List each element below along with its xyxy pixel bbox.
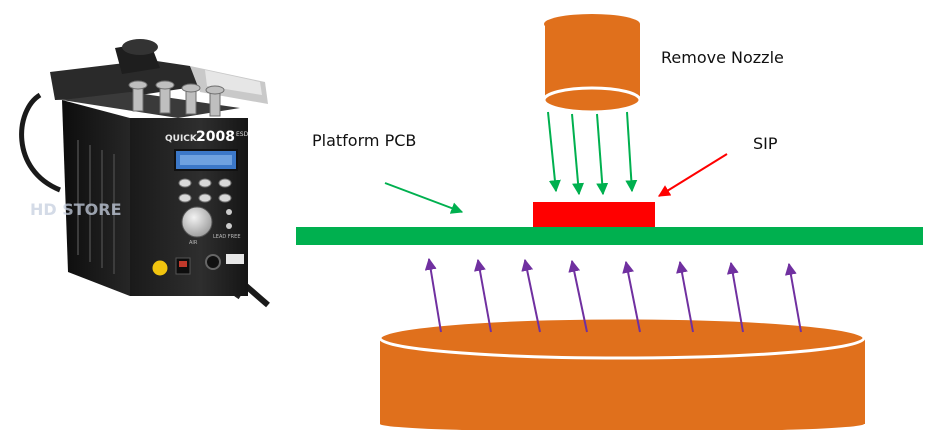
brand-model-text: 2008 bbox=[196, 129, 235, 145]
remove-nozzle-cylinder bbox=[542, 14, 642, 114]
hot-air-rework-station-photo-icon: QUICK 2008 ESD AIR LEAD FREE HD STORE bbox=[19, 39, 270, 308]
sip-label: SIP bbox=[753, 134, 778, 153]
remove-nozzle-label: Remove Nozzle bbox=[661, 48, 784, 67]
knob-tag-text: AIR bbox=[189, 240, 198, 246]
sip-chip bbox=[533, 202, 655, 227]
platform-pcb-bar bbox=[296, 227, 923, 245]
platform-pcb-pointer bbox=[384, 182, 464, 214]
platform-pcb-label: Platform PCB bbox=[312, 131, 416, 150]
brand-top-text: QUICK bbox=[165, 134, 198, 144]
hot-air-flow-arrows bbox=[547, 111, 638, 196]
panel-tag-text: LEAD FREE bbox=[213, 234, 240, 240]
bottom-heater-cylinder bbox=[378, 316, 866, 430]
temperature-knob-icon bbox=[181, 206, 213, 238]
sip-pointer bbox=[657, 153, 728, 197]
bottom-heat-arrows bbox=[424, 257, 802, 333]
watermark-text: HD STORE bbox=[30, 200, 122, 219]
brand-suffix-text: ESD bbox=[236, 131, 249, 138]
